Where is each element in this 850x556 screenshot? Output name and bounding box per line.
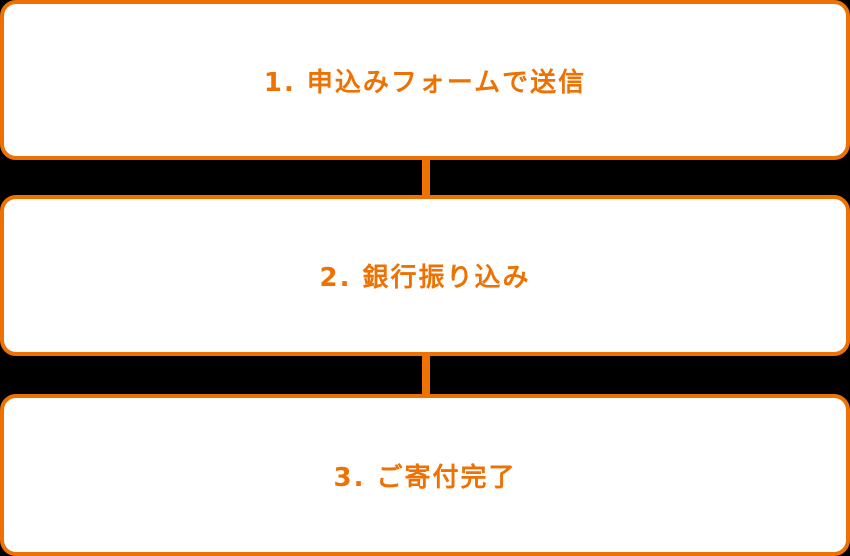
connector-2-3: [422, 354, 430, 396]
step-2-box: 2. 銀行振り込み: [0, 195, 850, 356]
connector-1-2: [422, 158, 430, 198]
step-2-label: 2. 銀行振り込み: [319, 263, 531, 293]
step-3-box: 3. ご寄付完了: [0, 394, 850, 556]
step-3-label: 3. ご寄付完了: [333, 462, 517, 493]
step-1-label: 1. 申込みフォームで送信: [263, 67, 587, 98]
step-1-box: 1. 申込みフォームで送信: [0, 0, 850, 160]
